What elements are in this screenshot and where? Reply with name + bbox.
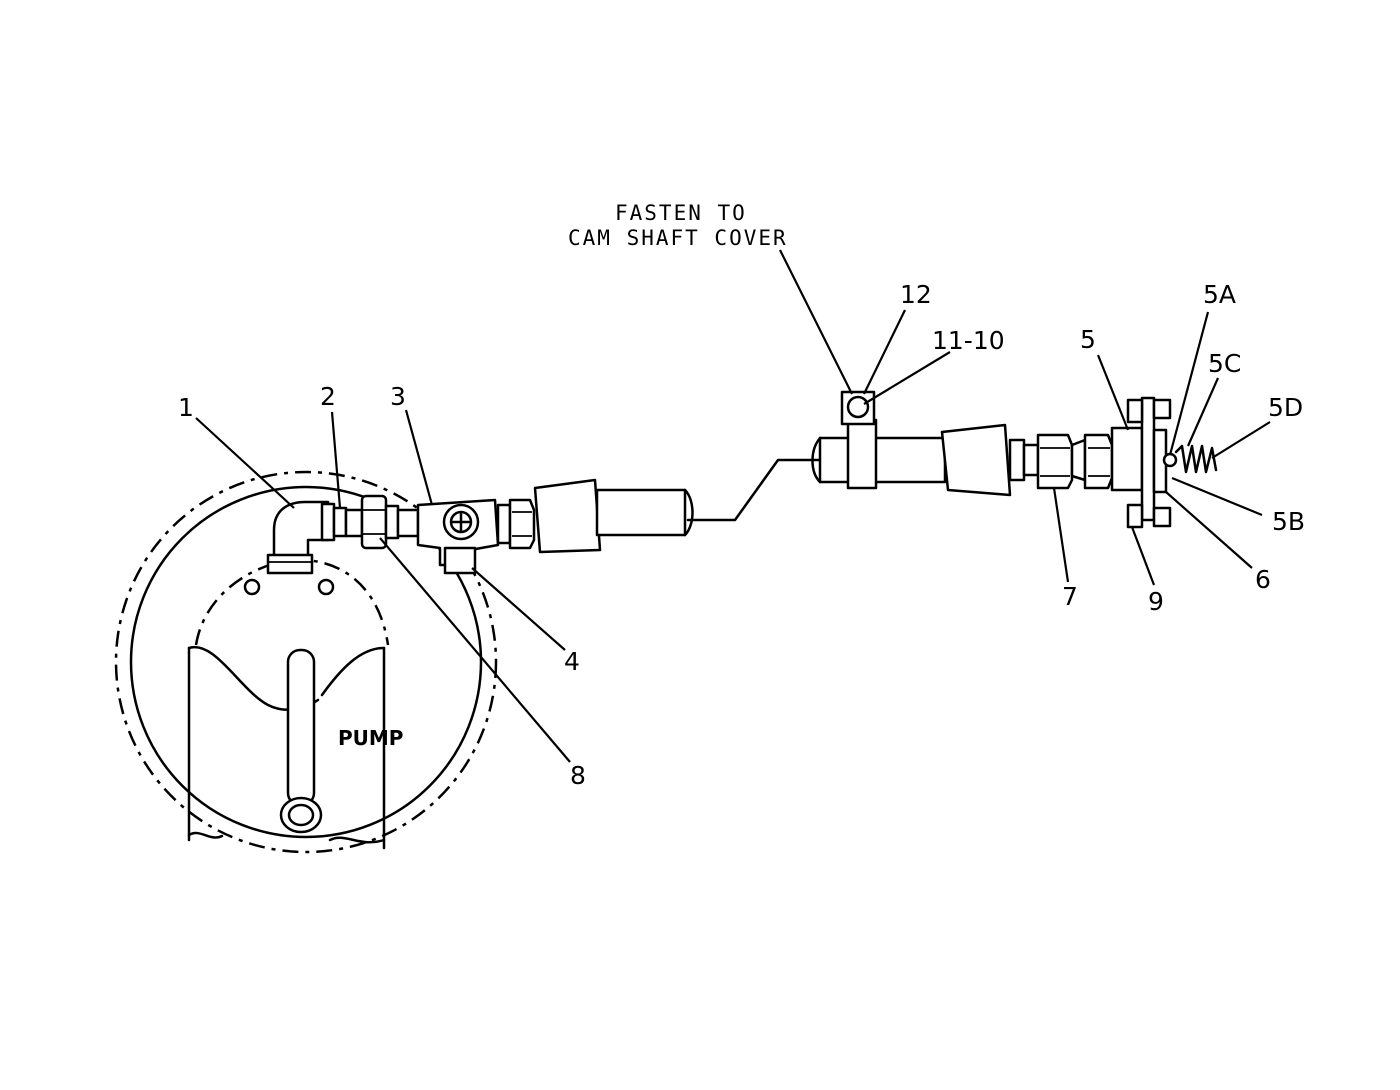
callout-5b: 5B: [1272, 507, 1305, 536]
callout-5a: 5A: [1203, 280, 1236, 309]
callout-11-10: 11-10: [932, 326, 1005, 355]
elbow-fitting: [266, 500, 336, 575]
callout-6: 6: [1255, 565, 1271, 594]
note-line-1: FASTEN TO: [615, 201, 747, 225]
callout-1: 1: [178, 393, 194, 422]
callout-3: 3: [390, 382, 406, 411]
left-hose: [533, 458, 824, 554]
pump-label: PUMP: [338, 726, 403, 750]
callout-12: 12: [900, 280, 932, 309]
leader-lines: [195, 249, 1271, 763]
callout-5c: 5C: [1208, 349, 1241, 378]
flange-assembly: [1110, 396, 1218, 529]
callout-2: 2: [320, 382, 336, 411]
pump-assembly: PUMP: [114, 470, 498, 854]
note-line-2: CAM SHAFT COVER: [568, 226, 788, 250]
right-hose: [811, 390, 1114, 497]
valve-body: [416, 498, 536, 575]
connector-nut: [332, 494, 420, 550]
callout-8: 8: [570, 761, 586, 790]
callout-7: 7: [1062, 582, 1078, 611]
callout-5: 5: [1080, 325, 1096, 354]
callout-9: 9: [1148, 587, 1164, 616]
callout-5d: 5D: [1268, 393, 1303, 422]
callout-4: 4: [564, 647, 580, 676]
